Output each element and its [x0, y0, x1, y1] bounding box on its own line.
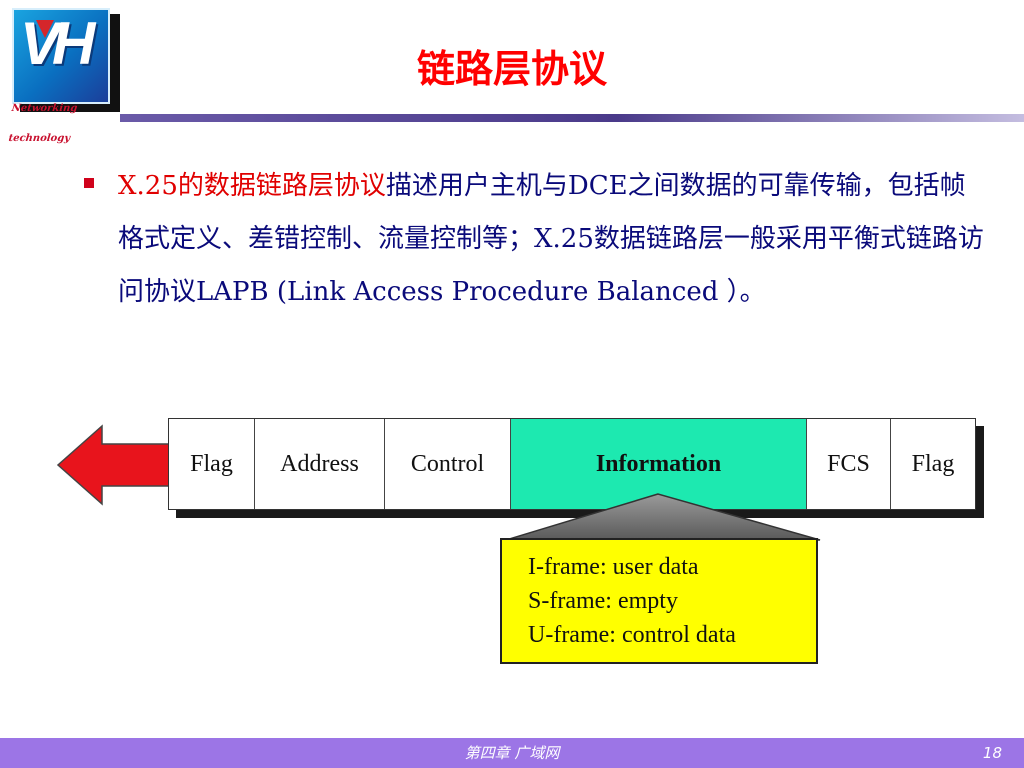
- field-control: Control: [385, 419, 511, 509]
- callout-line-uframe: U-frame: control data: [528, 622, 736, 648]
- logo-caption: Networking technology: [6, 84, 126, 164]
- footer-bar: 第四章 广域网 18: [0, 738, 1024, 768]
- callout-line-iframe: I-frame: user data: [528, 554, 699, 580]
- logo-letters: VH: [20, 10, 95, 77]
- callout-line-sframe: S-frame: empty: [528, 588, 678, 614]
- callout-pointer: [505, 493, 821, 541]
- logo: VH Networking technology: [8, 8, 120, 144]
- logo-caption-line1: Networking: [11, 103, 78, 114]
- field-flag-end: Flag: [891, 419, 975, 509]
- bullet-body: 描述用户主机与DCE之间数据的可靠传输，包括帧格式定义、差错控制、流量控制等；X…: [118, 171, 984, 307]
- bullet-paragraph: X.25的数据链路层协议描述用户主机与DCE之间数据的可靠传输，包括帧格式定义、…: [118, 160, 988, 319]
- logo-caption-line2: technology: [7, 133, 71, 144]
- bullet-highlight: X.25的数据链路层协议: [118, 171, 386, 201]
- left-arrow-icon: [56, 424, 173, 506]
- frame-type-callout: I-frame: user data S-frame: empty U-fram…: [500, 538, 818, 664]
- page-number: 18: [982, 744, 1002, 762]
- header-rule: [120, 114, 1024, 122]
- frame-format: Flag Address Control Information FCS Fla…: [168, 418, 976, 510]
- field-flag-start: Flag: [169, 419, 255, 509]
- square-bullet-icon: [84, 178, 94, 188]
- logo-box: VH: [12, 8, 110, 104]
- field-address: Address: [255, 419, 385, 509]
- footer-chapter: 第四章 广域网: [464, 744, 560, 762]
- slide-title: 链路层协议: [416, 47, 607, 91]
- field-fcs: FCS: [807, 419, 891, 509]
- logo-triangle-icon: [36, 20, 54, 38]
